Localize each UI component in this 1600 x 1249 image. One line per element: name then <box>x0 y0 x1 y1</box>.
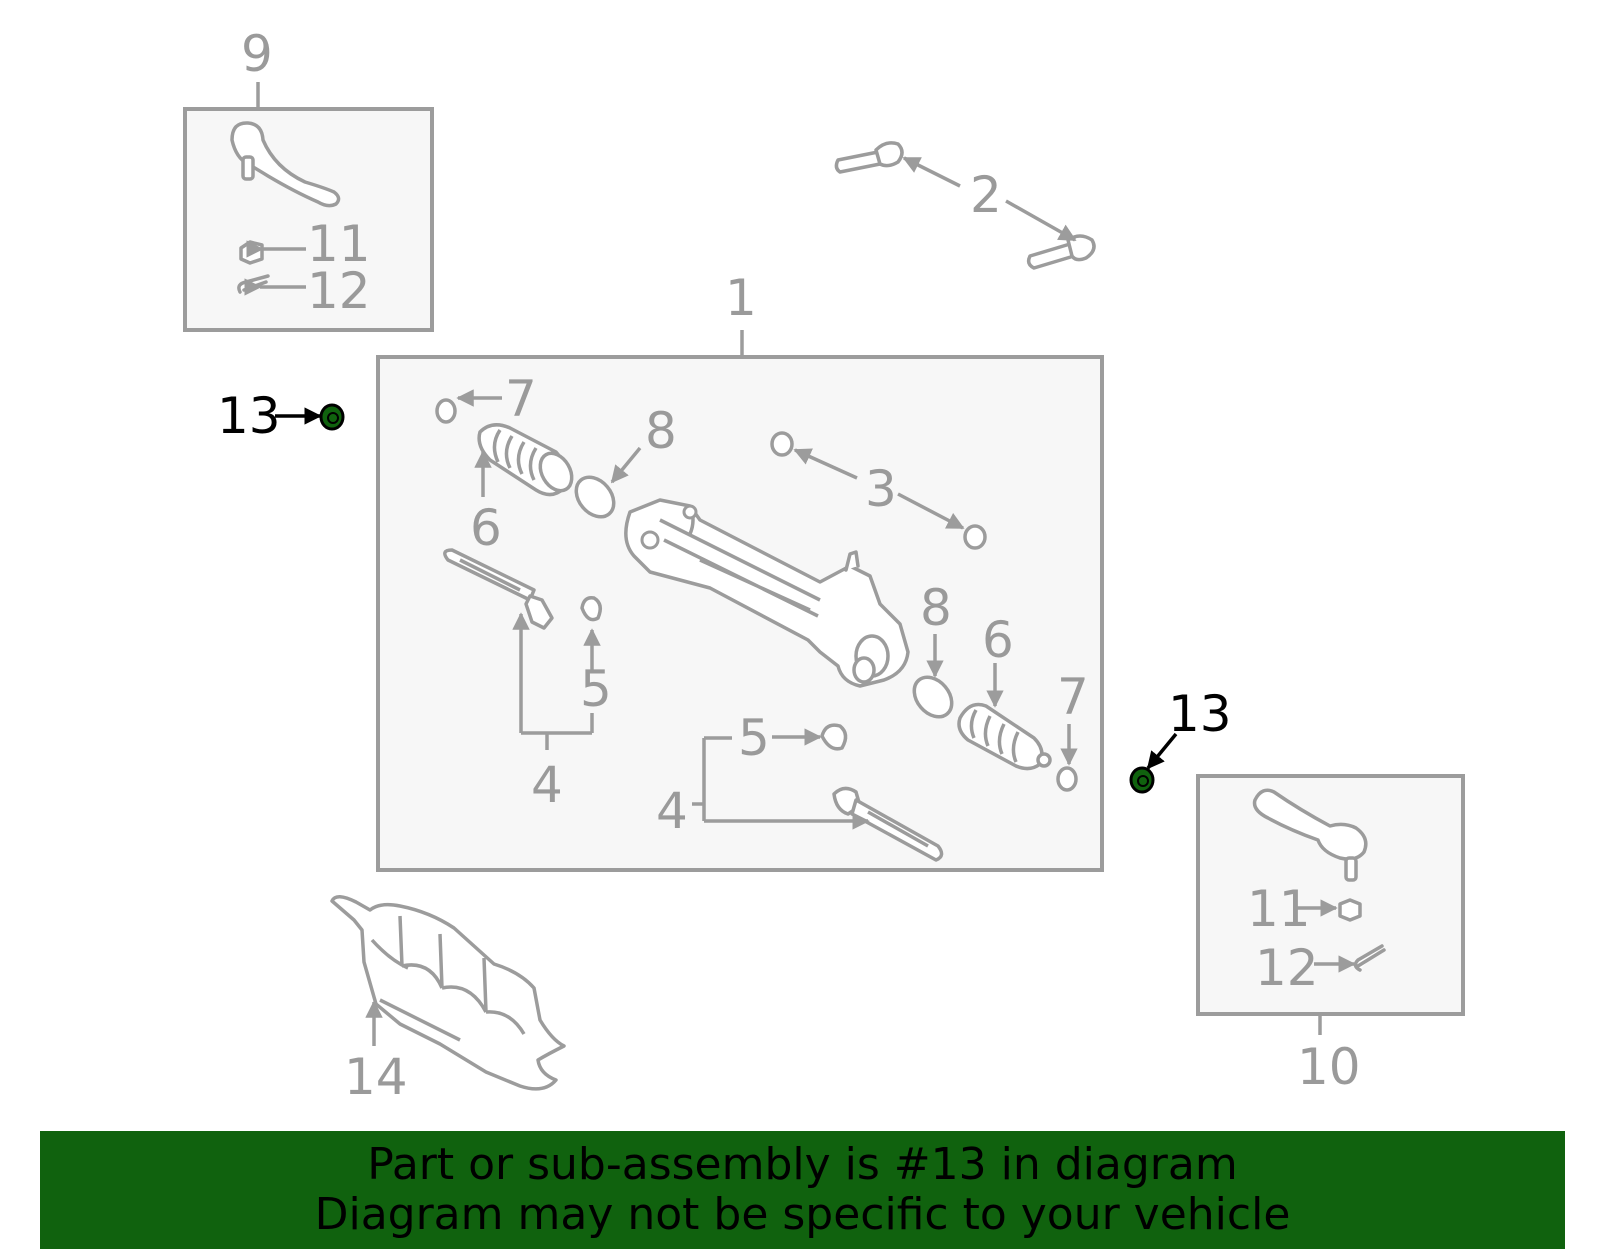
tie-rod-end-right-drawing <box>1252 788 1368 861</box>
callout-11-left: 11 <box>307 215 371 273</box>
bushing-drawing-3b <box>963 524 987 550</box>
inner-tie-rod-drawing-4a <box>443 548 554 630</box>
callout-8-upper: 8 <box>645 402 677 460</box>
bolt-drawing-lower <box>1026 242 1076 270</box>
callout-8-lower: 8 <box>920 579 952 637</box>
callout-5-right: 5 <box>738 709 770 767</box>
clamp-drawing-8a <box>574 475 616 519</box>
callout-2: 2 <box>970 166 1002 224</box>
skid-plate-drawing <box>330 895 566 1091</box>
steering-gear-box: 1 7 6 8 3 <box>376 269 1104 872</box>
bolts-group-2: 2 <box>834 141 1096 270</box>
tie-rod-end-box-left: 9 11 12 <box>183 25 434 332</box>
highlighted-nut-13-left: 13 <box>217 387 345 445</box>
nut-drawing-11a <box>239 240 264 265</box>
callout-12-left: 12 <box>307 262 371 320</box>
banner-line-2: Diagram may not be specific to your vehi… <box>314 1189 1291 1240</box>
callout-3: 3 <box>865 460 897 518</box>
highlighted-nut-13-right: 13 <box>1129 685 1232 794</box>
callout-10: 10 <box>1297 1038 1361 1096</box>
nut-13-right-drawing <box>1129 766 1155 794</box>
callout-1: 1 <box>725 269 757 327</box>
clamp-drawing-8b <box>912 675 954 719</box>
callout-6-upper: 6 <box>470 499 502 557</box>
callout-9: 9 <box>241 25 273 83</box>
callout-5-left: 5 <box>580 660 612 718</box>
callout-12-right: 12 <box>1255 939 1319 997</box>
nut-13-left-drawing <box>319 403 345 431</box>
clamp-drawing-7a <box>435 398 457 424</box>
boot-drawing-6b <box>957 702 1052 771</box>
callout-4-left: 4 <box>531 756 563 814</box>
callout-14: 14 <box>344 1048 408 1106</box>
bushing-drawing-3a <box>770 431 794 457</box>
lock-washer-drawing-5b <box>820 723 848 751</box>
nut-drawing-11b <box>1338 898 1362 922</box>
inner-tie-rod-drawing-4b <box>832 786 944 862</box>
bolt-drawing-upper <box>834 150 882 174</box>
callout-7-upper: 7 <box>505 370 537 428</box>
callout-13-left: 13 <box>217 387 281 445</box>
rack-housing-drawing <box>624 498 910 688</box>
callout-13-right: 13 <box>1168 685 1232 743</box>
callout-4-right: 4 <box>656 782 688 840</box>
clamp-drawing-7b <box>1056 766 1078 792</box>
callout-6-lower: 6 <box>982 611 1014 669</box>
banner-line-1: Part or sub-assembly is #13 in diagram <box>367 1139 1238 1190</box>
info-banner: Part or sub-assembly is #13 in diagram D… <box>40 1131 1565 1249</box>
callout-7-lower: 7 <box>1057 668 1089 726</box>
tie-rod-end-box-right: 10 11 12 <box>1196 774 1465 1096</box>
callout-11-right: 11 <box>1247 880 1311 938</box>
tie-rod-end-left-drawing <box>230 121 341 208</box>
lock-washer-drawing-5a <box>580 595 602 622</box>
